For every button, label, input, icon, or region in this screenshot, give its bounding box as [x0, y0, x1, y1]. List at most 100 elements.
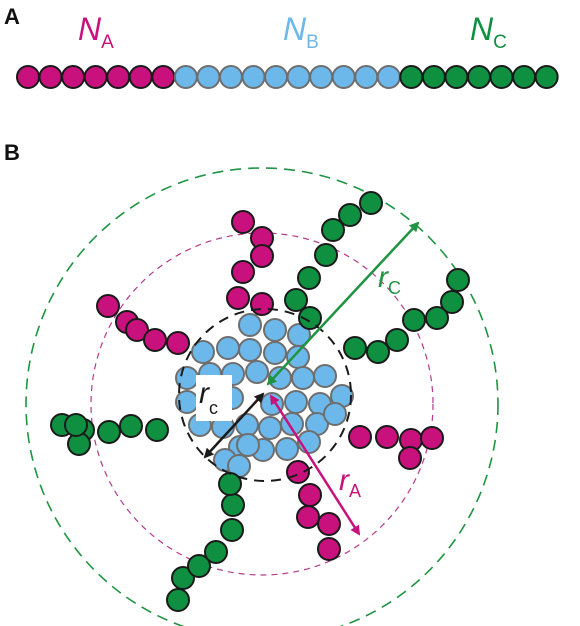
a-block-bead: [317, 537, 341, 561]
bead-block-a: [83, 65, 108, 89]
label-n-c-subscript: C: [493, 32, 507, 53]
bead-block-c: [534, 65, 559, 89]
radius-core-subscript: c: [209, 398, 218, 418]
radius-c-arrow: [266, 221, 420, 386]
c-block-bead: [119, 414, 143, 438]
c-block-bead: [171, 566, 195, 590]
bead-block-b: [264, 65, 289, 89]
c-block-bead: [402, 308, 426, 332]
a-block-bead: [317, 512, 341, 536]
core-bead: [236, 433, 260, 457]
a-block-bead: [298, 483, 322, 507]
a-block-bead: [250, 244, 274, 268]
radius-core-label: rc: [199, 377, 218, 418]
c-block-bead: [204, 540, 228, 564]
bead-block-c: [399, 65, 424, 89]
core-bead: [238, 338, 262, 362]
radius-a-symbol: r: [339, 464, 350, 497]
radius-core-symbol: r: [199, 377, 210, 410]
core-bead: [275, 437, 299, 461]
bead-block-b: [241, 65, 266, 89]
a-block-bead: [166, 331, 190, 355]
bead-block-a: [38, 65, 63, 89]
a-block-bead: [375, 425, 399, 449]
radius-c-symbol: r: [378, 261, 389, 294]
c-block-bead: [297, 266, 321, 290]
bead-block-c: [489, 65, 514, 89]
c-block-bead: [343, 336, 367, 360]
c-block-bead: [366, 340, 390, 364]
bead-block-b: [286, 65, 311, 89]
bead-block-c: [421, 65, 446, 89]
a-block-bead: [296, 505, 320, 529]
bead-block-b: [196, 65, 221, 89]
a-block-bead: [286, 460, 310, 484]
a-block-bead: [420, 426, 444, 450]
a-block-bead: [96, 294, 120, 318]
bead-block-b: [376, 65, 401, 89]
bead-block-a: [61, 65, 86, 89]
c-block-bead: [187, 554, 211, 578]
c-block-bead: [220, 518, 244, 542]
core-bead: [263, 318, 287, 342]
c-block-bead: [314, 243, 338, 267]
c-block-bead: [446, 268, 470, 292]
bead-block-a: [106, 65, 131, 89]
bead-block-b: [331, 65, 356, 89]
radius-a-arrow: [269, 394, 361, 536]
bead-block-a: [16, 65, 40, 89]
label-n-a: NA: [78, 11, 114, 53]
radius-c-label: rC: [378, 261, 401, 298]
c-block-bead: [145, 418, 169, 442]
core-bead: [258, 416, 282, 440]
bead-block-c: [467, 65, 491, 89]
radius-a-label: rA: [339, 464, 361, 501]
c-block-bead: [64, 413, 88, 437]
c-block-bead: [425, 306, 449, 330]
label-n-a-subscript: A: [101, 32, 114, 53]
radius-c-subscript: C: [388, 278, 401, 298]
core-bead: [313, 364, 337, 388]
a-block-bead: [125, 318, 149, 342]
a-block-bead: [348, 425, 372, 449]
c-block-bead: [385, 328, 409, 352]
core-bead: [284, 390, 308, 414]
core-bead: [238, 313, 262, 337]
core-bead: [323, 402, 347, 426]
bead-block-b: [354, 65, 379, 89]
bead-block-b: [218, 65, 243, 89]
c-block-bead: [359, 191, 383, 215]
core-bead: [191, 340, 215, 364]
triblock-chain: [16, 65, 559, 89]
core-bead: [263, 341, 287, 365]
c-block-bead: [321, 218, 345, 242]
label-n-b-subscript: B: [306, 32, 319, 53]
core-bead: [291, 366, 315, 390]
c-block-bead: [97, 420, 121, 444]
label-n-b-symbol: N: [283, 11, 307, 47]
core-bead: [286, 345, 310, 369]
a-block-bead: [226, 286, 250, 310]
bead-block-a: [128, 65, 153, 89]
radius-a-subscript: A: [349, 481, 361, 501]
a-block-bead: [398, 446, 422, 470]
bead-block-b: [173, 65, 198, 89]
panel-a-letter: A: [4, 4, 20, 29]
c-block-bead: [166, 588, 190, 612]
label-n-b: NB: [283, 11, 319, 53]
a-block-bead: [231, 260, 255, 284]
core-bead: [245, 360, 269, 384]
c-block-bead: [221, 493, 245, 517]
c-block-bead: [284, 288, 308, 312]
core-bead: [216, 336, 240, 360]
label-n-a-symbol: N: [78, 11, 102, 47]
bead-block-c: [512, 65, 537, 89]
a-block-bead: [143, 328, 167, 352]
micelle: [50, 191, 470, 612]
corona-c-boundary: [25, 167, 499, 626]
core-bead: [235, 413, 259, 437]
label-n-c-symbol: N: [470, 11, 494, 47]
a-block-bead: [231, 210, 255, 234]
radius-core-arrow: [203, 392, 265, 459]
